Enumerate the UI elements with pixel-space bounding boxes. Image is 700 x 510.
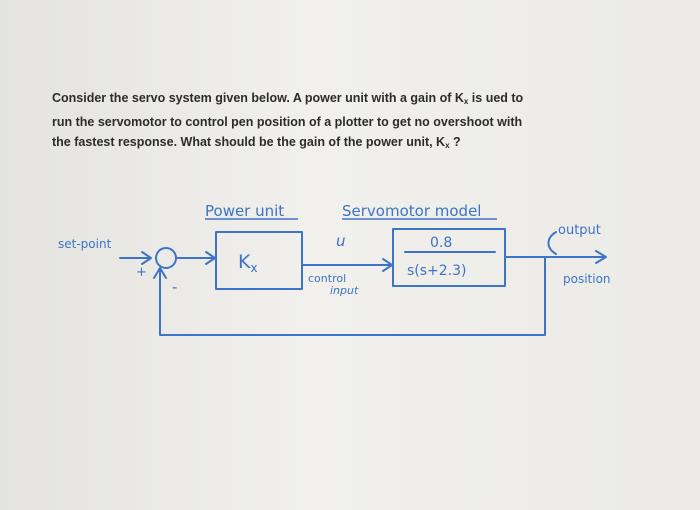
- feedback-arrowhead: [153, 267, 167, 279]
- tf-numerator: 0.8: [430, 235, 452, 251]
- power-unit-label: Power unit: [205, 202, 284, 220]
- servomotor-label: Servomotor model: [342, 202, 481, 220]
- output-label: output: [558, 223, 601, 238]
- control-label: control: [308, 272, 346, 285]
- setpoint-arrowhead: [141, 251, 152, 265]
- tf-denominator: s(s+2.3): [407, 263, 467, 279]
- input-label: input: [330, 284, 359, 297]
- gain-symbol: Kx: [238, 251, 258, 275]
- output-arrowhead: [595, 250, 607, 264]
- plus-sign: +: [136, 265, 147, 280]
- power-unit-block: [215, 231, 303, 290]
- problem-line-1: Consider the servo system given below. A…: [52, 91, 524, 106]
- minus-sign: -: [172, 278, 177, 296]
- position-label: position: [563, 272, 611, 286]
- output-label-hook: [547, 231, 557, 255]
- u-label: u: [336, 232, 346, 250]
- feedback-path: [159, 256, 546, 336]
- problem-line-2: run the servomotor to control pen positi…: [52, 115, 523, 129]
- problem-statement: Consider the servo system given below. A…: [52, 88, 652, 156]
- setpoint-label: set-point: [58, 237, 112, 251]
- summing-junction: [155, 247, 177, 269]
- problem-line-3: the fastest response. What should be the…: [52, 135, 461, 150]
